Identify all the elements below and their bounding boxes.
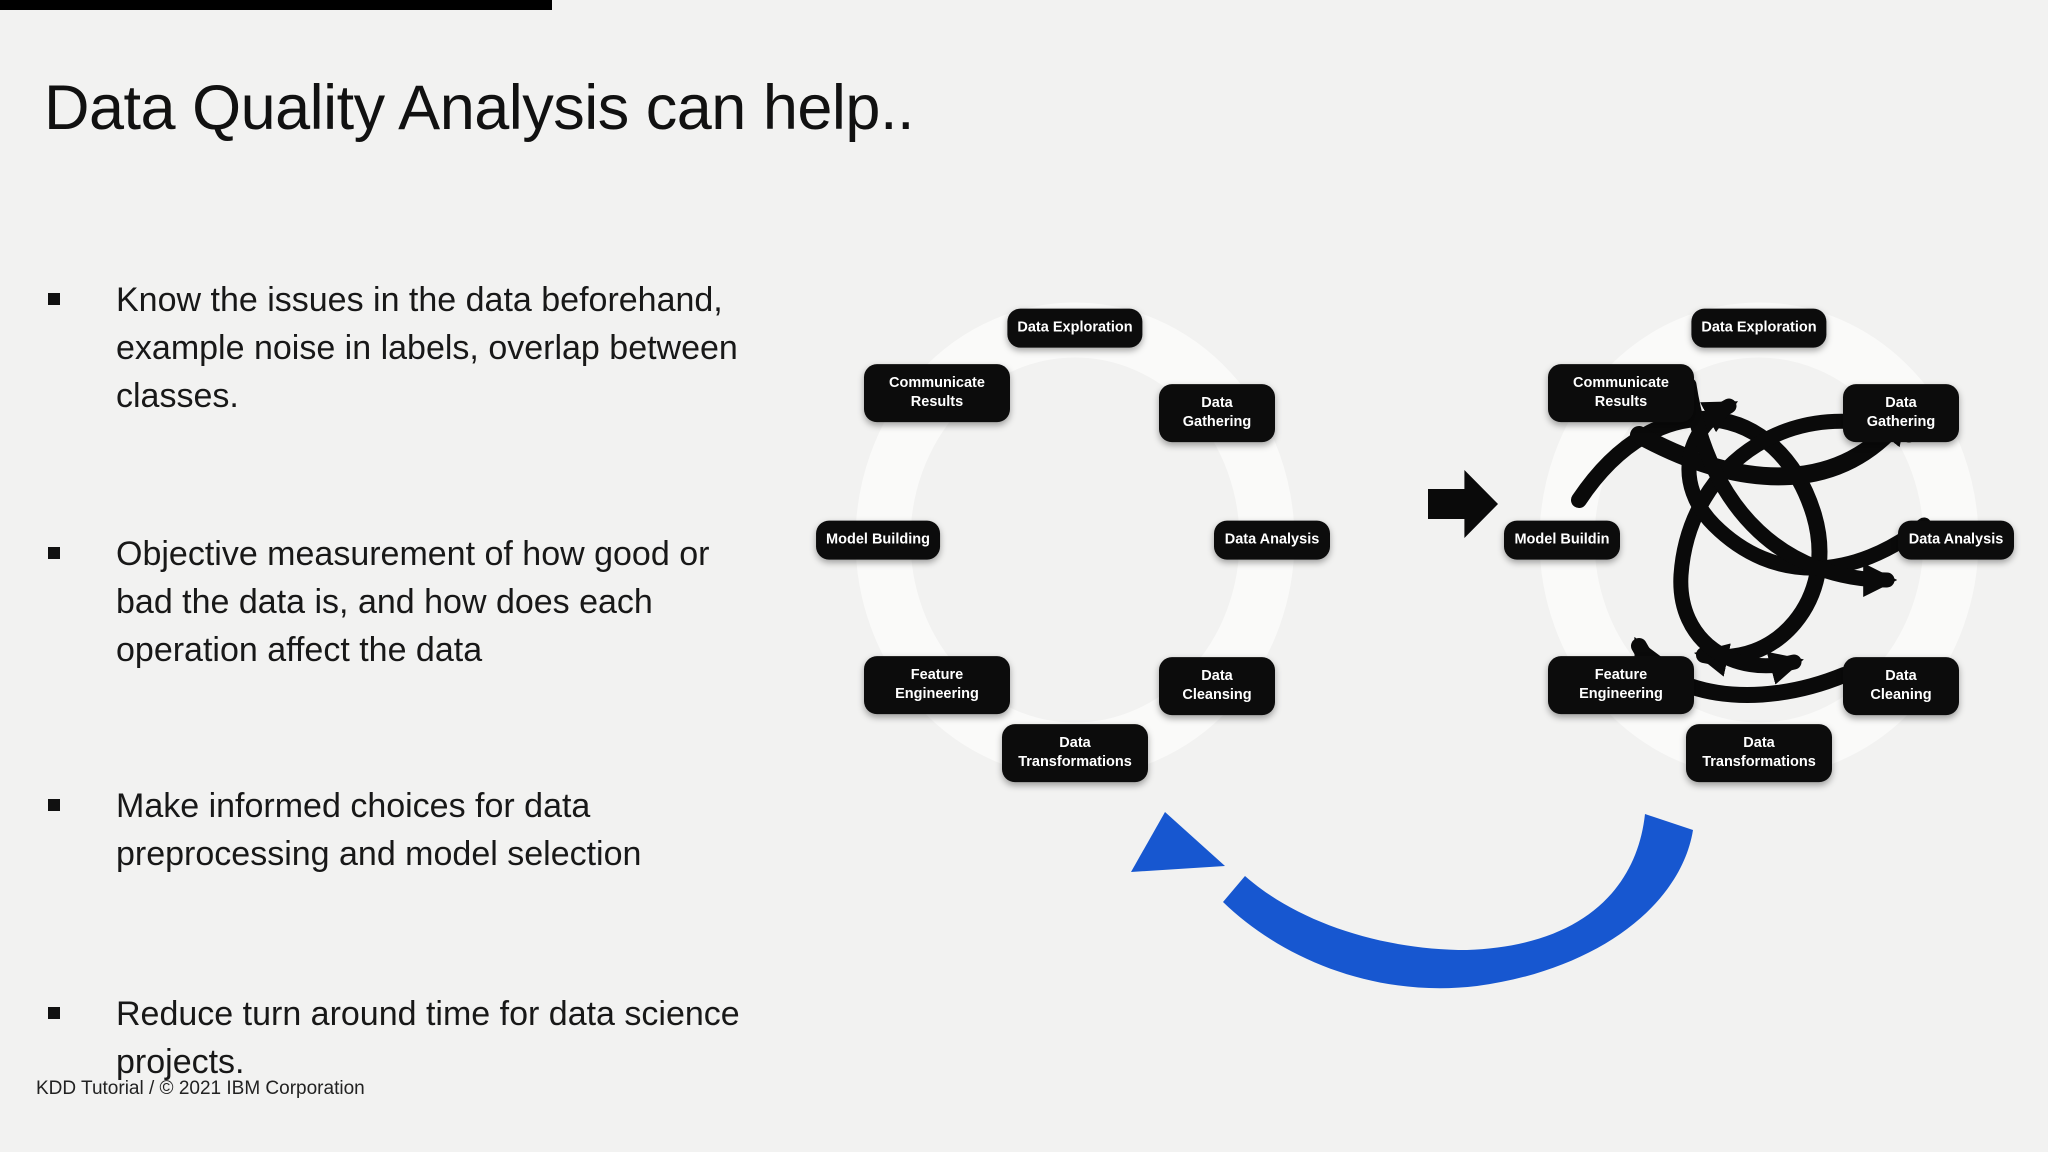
bullet-square-icon (48, 293, 60, 305)
bullet-square-icon (48, 547, 60, 559)
right-box-data-analysis: Data Analysis (1898, 520, 2014, 560)
bullet-item: Make informed choices for data preproces… (48, 782, 768, 878)
bullet-item: Objective measurement of how good or bad… (48, 530, 768, 674)
right-block-arrow-icon (1428, 470, 1498, 538)
right-box-data-gathering: Data Gathering (1843, 384, 1959, 442)
left-box-data-cleansing: Data Cleansing (1159, 657, 1275, 715)
letterbox-bar (0, 0, 552, 10)
left-box-model-building: Model Building (816, 520, 940, 560)
bullet-text: Reduce turn around time for data science… (116, 995, 740, 1081)
right-box-data-exploration: Data Exploration (1691, 308, 1827, 348)
cycle-diagram-tangled: Data Exploration Data Gathering Data Ana… (1504, 250, 2014, 830)
left-box-data-analysis: Data Analysis (1214, 520, 1330, 560)
left-box-data-gathering: Data Gathering (1159, 384, 1275, 442)
bullet-text: Know the issues in the data beforehand, … (116, 281, 738, 415)
bullet-item: Know the issues in the data beforehand, … (48, 276, 768, 420)
right-box-data-transformations: Data Transformations (1686, 724, 1832, 782)
blue-feedback-arrow-icon (1131, 812, 1693, 989)
slide-footer: KDD Tutorial / © 2021 IBM Corporation (36, 1078, 365, 1099)
left-box-data-exploration: Data Exploration (1007, 308, 1143, 348)
left-box-communicate-results: Communicate Results (864, 364, 1010, 422)
left-box-feature-engineering: Feature Engineering (864, 656, 1010, 714)
right-box-feature-engineering: Feature Engineering (1548, 656, 1694, 714)
bullet-text: Make informed choices for data preproces… (116, 787, 642, 873)
bullet-item: Reduce turn around time for data science… (48, 990, 768, 1086)
left-box-data-transformations: Data Transformations (1002, 724, 1148, 782)
tangled-arrows-icon (1571, 377, 1932, 704)
slide-title: Data Quality Analysis can help.. (44, 73, 914, 144)
right-box-data-cleaning: Data Cleaning (1843, 657, 1959, 715)
cycle-diagram-ordered: Data Exploration Data Gathering Data Ana… (816, 250, 1330, 830)
right-box-model-building: Model Buildin (1504, 520, 1620, 560)
bullet-text: Objective measurement of how good or bad… (116, 535, 710, 669)
bullet-square-icon (48, 799, 60, 811)
bullet-square-icon (48, 1007, 60, 1019)
right-box-communicate-results: Communicate Results (1548, 364, 1694, 422)
